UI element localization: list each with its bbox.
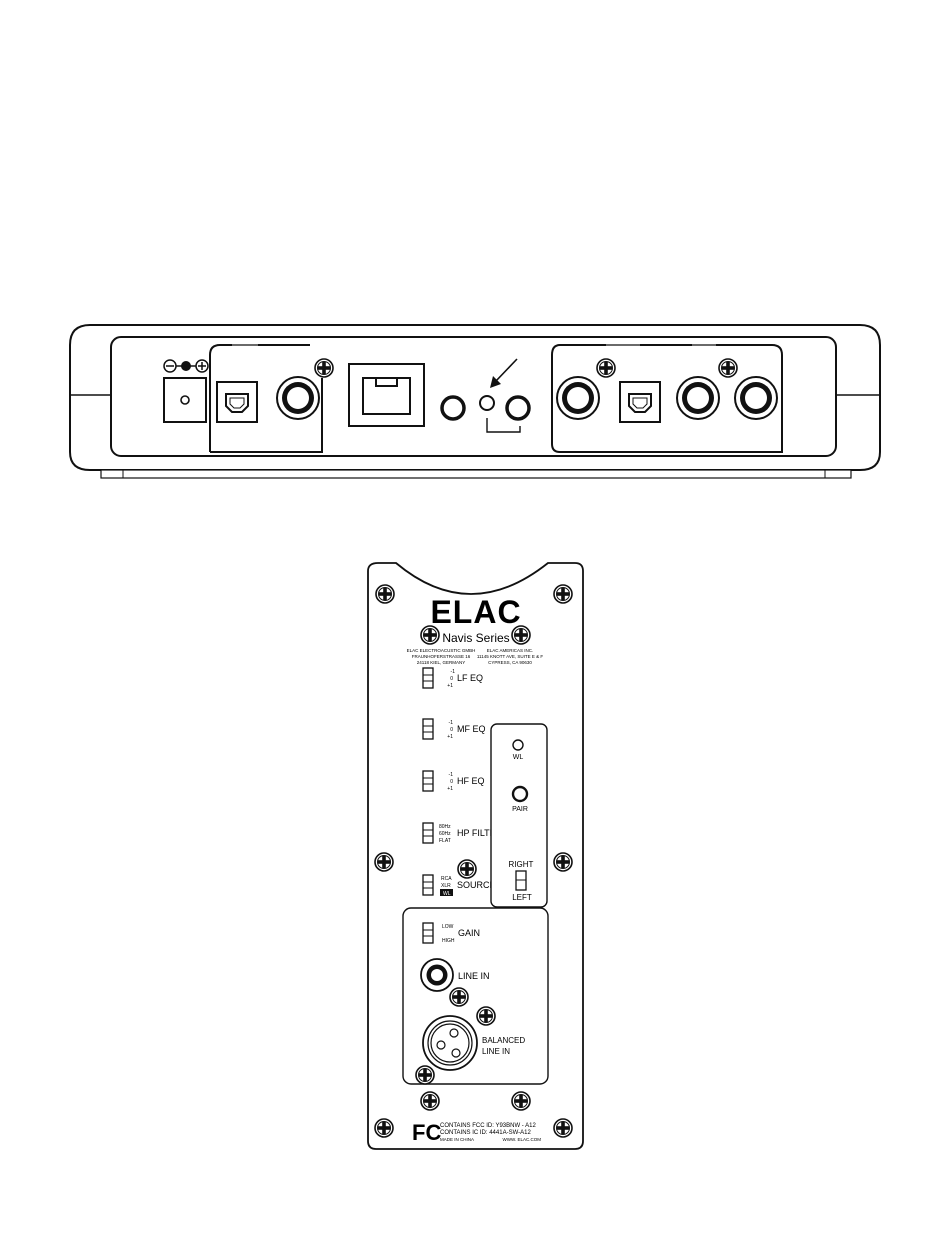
- svg-text:RCA: RCA: [441, 876, 452, 882]
- dc-polarity-icon: [163, 359, 209, 373]
- lf-eq-switch[interactable]: -1 0 +1 LF EQ: [422, 667, 483, 689]
- reset-led: [505, 395, 531, 421]
- indicator-and-pair-area: [440, 358, 531, 433]
- balanced-label-line-1: BALANCED: [482, 1036, 525, 1045]
- screw-icon: [374, 1118, 394, 1138]
- rca-port-right[interactable]: [734, 376, 778, 420]
- left-label: LEFT: [512, 893, 532, 902]
- line-in-rca-jack[interactable]: [420, 958, 454, 992]
- balanced-xlr-jack[interactable]: [422, 1015, 478, 1071]
- svg-text:-1: -1: [449, 772, 454, 778]
- screw-icon: [718, 358, 738, 378]
- svg-text:FLAT: FLAT: [439, 838, 451, 844]
- screw-icon: [374, 852, 394, 872]
- svg-text:WL: WL: [443, 891, 451, 897]
- screw-icon: [375, 584, 395, 604]
- pair-button[interactable]: [511, 785, 529, 803]
- screw-icon: [553, 584, 573, 604]
- screw-icon: [415, 1065, 435, 1085]
- svg-text:60Hz: 60Hz: [439, 831, 451, 837]
- transmitter-rear-view: [69, 324, 881, 479]
- channel-switch[interactable]: [515, 870, 527, 891]
- screw-icon: [420, 1091, 440, 1111]
- address-right-line-3: CYPRESS, CA 90630: [488, 660, 532, 665]
- mf-eq-switch[interactable]: -1 0 +1 MF EQ: [422, 718, 486, 740]
- pair-button[interactable]: [479, 395, 495, 411]
- analog-output-group: [551, 344, 783, 453]
- rca-port-left[interactable]: [676, 376, 720, 420]
- gain-switch[interactable]: LOW HIGH GAIN: [422, 922, 480, 944]
- svg-text:0: 0: [450, 727, 453, 733]
- svg-text:+1: +1: [447, 683, 453, 689]
- fcc-logo: FC: [412, 1120, 441, 1145]
- screw-icon: [314, 358, 334, 378]
- wl-indicator-led: [512, 739, 524, 751]
- hp-filter-switch[interactable]: 80Hz 60Hz FLAT HP FILTER: [422, 822, 503, 844]
- fcc-id-line: CONTAINS FCC ID: Y93BNW - A12: [440, 1123, 536, 1129]
- screw-icon: [449, 987, 469, 1007]
- balanced-label-line-2: LINE IN: [482, 1047, 510, 1056]
- address-left-line-3: 24118 KIEL, GERMANY: [417, 660, 465, 665]
- screw-icon: [476, 1006, 496, 1026]
- screw-icon: [553, 852, 573, 872]
- ic-id-line: CONTAINS IC ID: 4441A-SW-A12: [440, 1130, 531, 1136]
- wl-label: WL: [513, 754, 524, 761]
- optical-output-port[interactable]: [619, 381, 661, 423]
- screw-icon: [511, 1091, 531, 1111]
- dc-power-jack[interactable]: [163, 377, 207, 423]
- wireless-panel: WL PAIR RIGHT LEFT: [490, 723, 548, 908]
- address-left-line-2: FRAUNHOFERSTRASSE 16: [412, 654, 471, 659]
- input-panel: LOW HIGH GAIN LINE IN BALANCED LINE: [402, 907, 549, 1085]
- screw-icon: [553, 1118, 573, 1138]
- svg-text:-1: -1: [451, 669, 456, 675]
- right-label: RIGHT: [509, 860, 534, 869]
- svg-text:+1: +1: [447, 786, 453, 792]
- svg-text:+1: +1: [447, 734, 453, 740]
- mf-eq-label: MF EQ: [457, 724, 486, 734]
- optical-input-port[interactable]: [216, 381, 258, 423]
- series-name: Navis Series: [442, 631, 509, 645]
- svg-text:0: 0: [450, 676, 453, 682]
- lf-eq-label: LF EQ: [457, 673, 483, 683]
- screw-icon: [457, 859, 477, 879]
- rca-port[interactable]: [556, 376, 600, 420]
- line-in-label: LINE IN: [458, 971, 490, 981]
- gain-label: GAIN: [458, 928, 480, 938]
- svg-text:0: 0: [450, 779, 453, 785]
- source-label: SOURCE: [457, 880, 496, 890]
- pair-label: PAIR: [512, 806, 528, 813]
- hf-eq-switch[interactable]: -1 0 +1 HF EQ: [422, 770, 485, 792]
- arrow-icon: [490, 358, 518, 388]
- svg-text:LOW: LOW: [442, 924, 454, 930]
- made-in-label: MADE IN CHINA: [440, 1137, 474, 1142]
- speaker-back-panel: ELAC Navis Series ELAC ELECTROACUSTIC GM…: [367, 562, 584, 1150]
- address-right-line-2: 11145 KNOTT AVE, SUITE E & F: [477, 654, 543, 659]
- hp-filter-label: HP FILTER: [457, 828, 503, 838]
- svg-text:-1: -1: [449, 720, 454, 726]
- svg-text:HIGH: HIGH: [442, 938, 455, 944]
- coaxial-input-port[interactable]: [276, 376, 320, 420]
- svg-text:80Hz: 80Hz: [439, 824, 451, 830]
- ethernet-port[interactable]: [348, 363, 425, 427]
- status-led: [440, 395, 466, 421]
- source-switch[interactable]: RCA XLR WL SOURCE: [422, 874, 496, 897]
- address-right-line-1: ELAC AMERICAS INC.: [487, 648, 534, 653]
- screw-icon: [596, 358, 616, 378]
- address-left-line-1: ELAC ELECTROACUSTIC GMBH: [407, 648, 476, 653]
- digital-input-group: [209, 344, 334, 453]
- brand-logo: ELAC: [430, 594, 521, 630]
- hf-eq-label: HF EQ: [457, 776, 485, 786]
- svg-text:XLR: XLR: [441, 883, 451, 889]
- website-label: WWW. ELAC.COM: [503, 1137, 542, 1142]
